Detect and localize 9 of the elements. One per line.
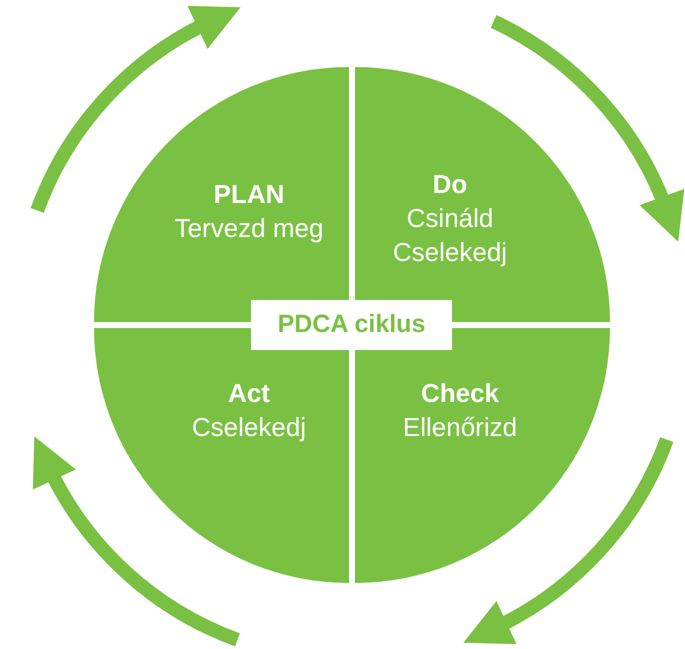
phase-heading: Act bbox=[227, 377, 271, 410]
phase-description: Ellenőrizd bbox=[402, 411, 518, 444]
phase-heading: Do bbox=[432, 168, 468, 201]
center-label: PDCA ciklus bbox=[251, 300, 452, 350]
phase-heading: PLAN bbox=[212, 178, 286, 211]
phase-heading: Check bbox=[420, 377, 500, 410]
phase-description: Csináld Cselekedj bbox=[392, 202, 508, 269]
phase-description: Tervezd meg bbox=[174, 212, 324, 245]
phase-description: Cselekedj bbox=[190, 411, 308, 444]
